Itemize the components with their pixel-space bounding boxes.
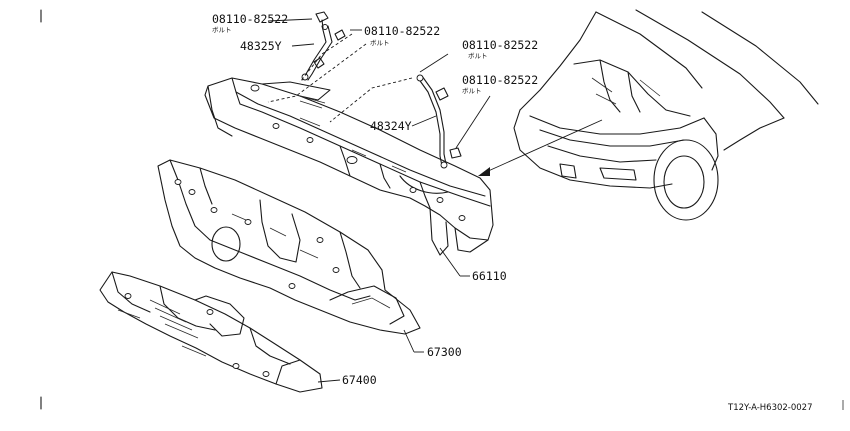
part-number-bolt-top-left: 08110-82522: [212, 12, 289, 26]
assembly-line-3: [329, 77, 413, 123]
part-sub-bolt-top-right: ボルト: [370, 39, 390, 47]
leader-arrow: [478, 119, 603, 176]
part-number-stay-48324: 48324Y: [370, 119, 412, 133]
part-sub-bolt-mid: ボルト: [468, 52, 488, 60]
car-front-view: [513, 9, 819, 221]
part-number-dash-panel: 67300: [427, 345, 462, 359]
part-sub-bolt-top-left: ボルト: [212, 26, 232, 34]
bolts-top: [313, 11, 346, 69]
assembly-line-2: [267, 43, 367, 103]
part-number-bolt-mid: 08110-82522: [462, 38, 539, 52]
assembly-line-1: [299, 33, 353, 83]
dash-panel: [157, 159, 421, 335]
part-sub-bolt-lower: ボルト: [462, 87, 482, 95]
part-number-front-floor: 67400: [342, 373, 377, 387]
part-number-bolt-top-right: 08110-82522: [364, 24, 441, 38]
cowl-top-panel: [204, 77, 494, 256]
part-number-cowl-top: 66110: [472, 269, 507, 283]
bolts-stay: [435, 87, 462, 159]
drawing-code: T12Y-A-H6302-0027: [728, 403, 813, 413]
part-number-stay-48325: 48325Y: [240, 39, 282, 53]
front-floor: [99, 271, 323, 393]
stay-48325: [301, 24, 333, 81]
stay-48324: [416, 74, 448, 169]
part-number-bolt-lower: 08110-82522: [462, 73, 539, 87]
label-leaders: [267, 18, 491, 383]
